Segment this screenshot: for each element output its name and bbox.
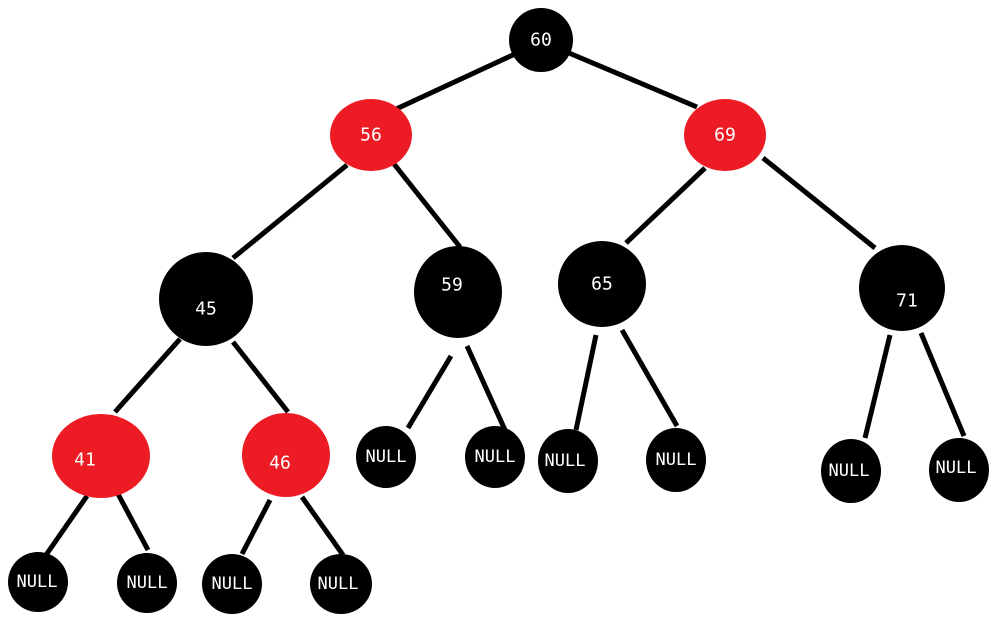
edge-n69-n71 [761,156,877,250]
node-value-label: 60 [530,30,552,51]
node-value-label: 46 [269,453,291,474]
red-node-circle [330,99,412,171]
node-value-label: 45 [195,299,217,320]
red-node-circle [52,414,150,498]
black-node-circle [465,426,525,488]
edge-n41-null_41_l [43,494,90,557]
tree-node-71: 71 [859,245,945,331]
tree-node-56: 56 [330,99,412,171]
null-leaf-node: NULL [929,438,989,502]
edge-n60-n69 [568,50,698,110]
null-leaf-node: NULL [202,554,262,614]
red-node-circle [684,99,766,171]
null-label: NULL [936,458,977,478]
black-node-circle [8,552,68,612]
null-leaf-node: NULL [646,428,706,492]
black-node-circle [356,426,416,488]
null-label: NULL [17,572,58,592]
black-node-circle [509,8,573,72]
black-node-circle [159,252,253,346]
null-label: NULL [366,447,407,467]
null-label: NULL [127,573,168,593]
edges-layer [43,50,967,557]
null-label: NULL [212,574,253,594]
node-value-label: 41 [74,450,96,471]
edge-n71-null_71_r [918,332,967,437]
edge-n59-null_59_l [405,354,454,430]
edge-n41-null_41_r [115,492,151,552]
tree-node-41: 41 [52,414,150,498]
edge-n65-null_65_r [619,328,680,428]
tree-node-69: 69 [684,99,766,171]
null-leaf-node: NULL [821,439,881,503]
black-node-circle [821,439,881,503]
null-label: NULL [318,574,359,594]
red-node-circle [242,413,330,497]
null-label: NULL [545,451,586,471]
black-node-circle [646,428,706,492]
black-node-circle [558,241,646,327]
node-value-label: 71 [896,291,918,312]
black-node-circle [117,553,177,613]
edge-n45-n46 [231,340,290,414]
edge-n56-n59 [392,162,462,249]
node-value-label: 65 [591,274,613,295]
edge-n45-n41 [113,337,182,414]
null-leaf-node: NULL [8,552,68,612]
null-leaf-node: NULL [465,426,525,488]
tree-node-60: 60 [509,8,573,72]
tree-node-65: 65 [558,241,646,327]
black-node-circle [310,554,372,614]
edge-n46-null_46_r [299,495,346,557]
node-value-label: 69 [714,125,736,146]
null-leaf-node: NULL [310,554,372,614]
edge-n69-n65 [624,166,707,245]
edge-n56-n45 [231,163,349,260]
edge-n65-null_65_l [573,334,599,431]
null-leaf-node: NULL [356,426,416,488]
null-label: NULL [475,447,516,467]
edge-n46-null_46_l [239,498,273,556]
black-node-circle [859,245,945,331]
tree-node-46: 46 [242,413,330,497]
null-label: NULL [656,450,697,470]
tree-node-45: 45 [159,252,253,346]
edge-n59-null_59_r [464,344,508,432]
null-leaf-node: NULL [538,429,598,493]
edge-n60-n56 [392,51,517,113]
null-label: NULL [829,461,870,481]
edge-n71-null_71_l [862,334,893,439]
black-node-circle [202,554,262,614]
black-node-circle [538,429,598,493]
tree-node-59: 59 [414,246,502,338]
null-leaf-node: NULL [117,553,177,613]
black-node-circle [414,246,502,338]
node-value-label: 59 [441,275,463,296]
black-node-circle [929,438,989,502]
node-value-label: 56 [360,125,382,146]
